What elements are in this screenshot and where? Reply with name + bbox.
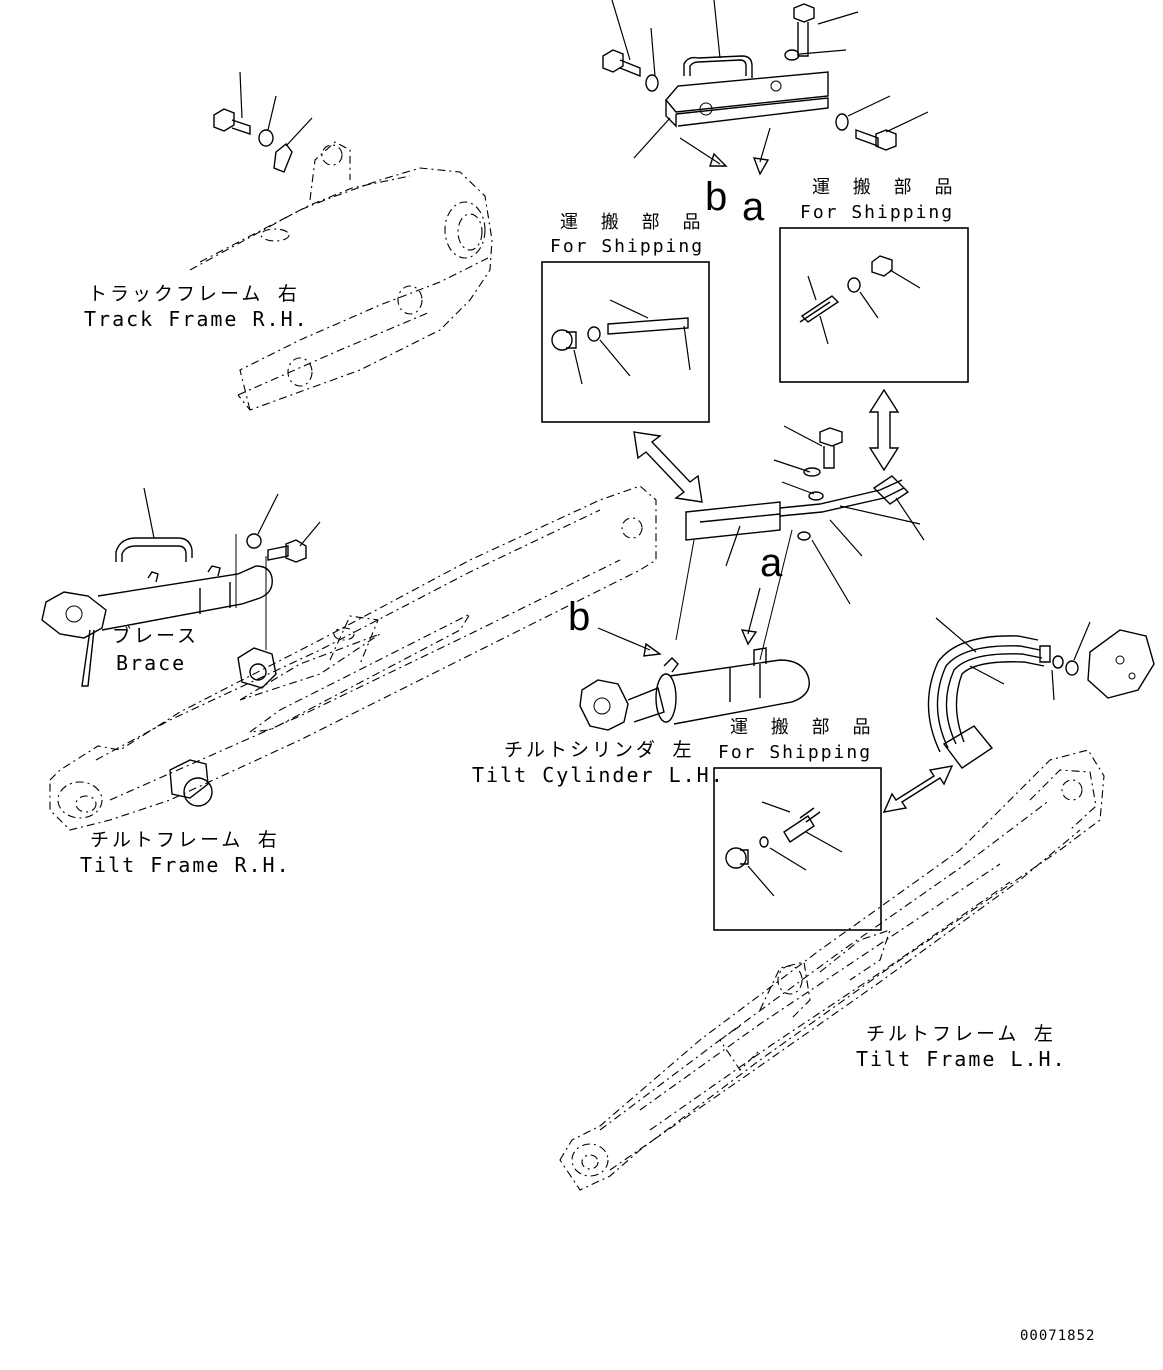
callout-a-top: a [742,185,765,229]
washer-icon [258,95,277,147]
callout-a-mid: a [760,541,783,585]
track-frame-rh [189,141,493,411]
shipping-box-1-en: For Shipping [550,236,704,257]
tube-icon [683,0,753,78]
label-tilt-frame-rh-en: Tilt Frame R.H. [80,853,291,877]
label-tilt-frame-lh-en: Tilt Frame L.H. [856,1047,1067,1071]
bolt-icon [793,3,859,57]
washer-icon [645,27,659,92]
bolt-icon [855,111,929,151]
tilt-cylinder-lh [579,647,810,731]
bolt-icon [819,427,843,469]
shipping-box-2 [779,227,969,383]
tube-icon [115,487,193,562]
shipping-box-3-en: For Shipping [718,742,872,763]
bolt-icon [267,521,321,563]
label-track-frame-rh-jp: トラックフレーム 右 [88,283,300,305]
label-tilt-frame-lh-jp: チルトフレーム 左 [866,1023,1056,1045]
shipping-box-1 [541,261,710,423]
tilt-frame-lh [559,749,1105,1191]
tilt-frame-rh [49,485,657,831]
label-brace-jp: ブレース [112,624,199,647]
block-icon [665,71,829,128]
shipping-box-3-jp: 運 搬 部 品 [730,717,877,738]
bolt-icon [213,71,251,135]
label-brace-en: Brace [116,651,186,675]
hose-assembly [927,617,1155,769]
double-arrow-icon [882,765,954,813]
bolt-icon [602,0,641,78]
top-hardware-group [602,0,929,176]
callout-b-mid: b [568,595,590,639]
shipping-box-2-jp: 運 搬 部 品 [812,177,959,198]
shipping-box-2-en: For Shipping [800,202,954,223]
label-tilt-frame-rh-jp: チルトフレーム 右 [90,829,280,851]
washer-icon [835,95,891,131]
double-arrow-icon [868,388,900,472]
shipping-box-3 [713,767,882,931]
label-track-frame-rh-en: Track Frame R.H. [84,307,309,331]
brace [41,565,273,687]
label-tilt-cylinder-lh-jp: チルトシリンダ 左 [504,739,694,761]
washer-icon [246,493,279,549]
washer-icon [784,49,847,61]
drawing-number: 00071852 [1020,1328,1095,1344]
plate-icon [273,117,313,173]
double-arrow-icon [633,431,703,503]
shipping-box-1-jp: 運 搬 部 品 [560,212,707,233]
tube-assembly [675,425,925,661]
label-tilt-cylinder-lh-en: Tilt Cylinder L.H. [472,763,725,787]
callout-b-top: b [705,175,727,219]
